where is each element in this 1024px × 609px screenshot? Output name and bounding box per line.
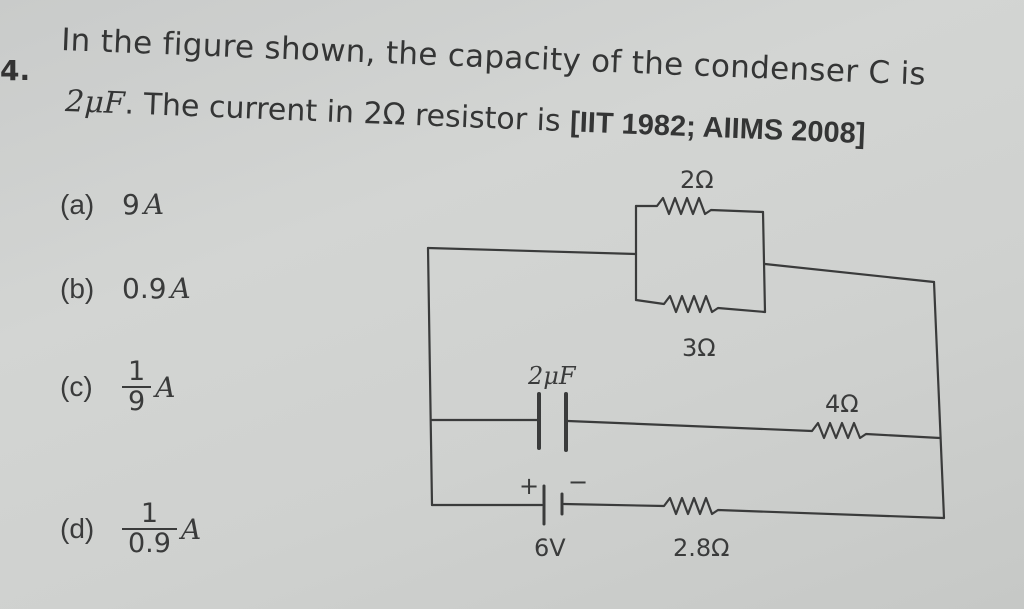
wire-top-right (763, 262, 936, 284)
fraction: 1 9 (122, 356, 152, 417)
label-2-8ohm: 2.8Ω (673, 534, 730, 562)
numerator: 1 (140, 498, 159, 529)
option-unit: A (155, 370, 176, 404)
option-b[interactable]: (b) 0.9 A (60, 272, 191, 305)
label-2ohm: 2Ω (680, 166, 714, 194)
wire-left (426, 246, 434, 507)
label-3ohm: 3Ω (682, 334, 716, 362)
option-label: (b) (60, 272, 95, 304)
resistor-4ohm (566, 419, 942, 440)
option-value: 9 (122, 188, 140, 221)
option-unit: A (170, 272, 191, 305)
battery-plus-sign: + (519, 472, 539, 500)
resistor-3ohm (634, 294, 767, 314)
option-label: (c) (60, 371, 93, 403)
question-number: 4. (0, 54, 31, 87)
option-unit: A (180, 512, 202, 546)
option-d[interactable]: (d) 1 0.9 A (60, 498, 202, 559)
numerator: 1 (128, 356, 146, 387)
wire-top-left (426, 246, 638, 256)
wire-parallel-right (761, 210, 767, 314)
denominator: 0.9 (122, 528, 177, 558)
option-unit: A (143, 188, 165, 221)
option-label: (d) (60, 513, 95, 545)
fraction: 1 0.9 (122, 498, 177, 559)
wire-right (932, 280, 946, 520)
resistor-2ohm (634, 196, 765, 216)
label-4ohm: 4Ω (825, 390, 859, 418)
label-capacitor: 2μF (527, 362, 577, 390)
denominator: 9 (122, 386, 152, 416)
label-battery: 6V (534, 534, 566, 562)
resistor-2-8ohm (562, 496, 946, 520)
option-a[interactable]: (a) 9 A (60, 188, 164, 221)
option-value: 0.9 (122, 272, 167, 305)
option-label: (a) (60, 188, 95, 220)
battery-minus-sign: − (568, 468, 588, 496)
option-c[interactable]: (c) 1 9 A (60, 356, 176, 417)
